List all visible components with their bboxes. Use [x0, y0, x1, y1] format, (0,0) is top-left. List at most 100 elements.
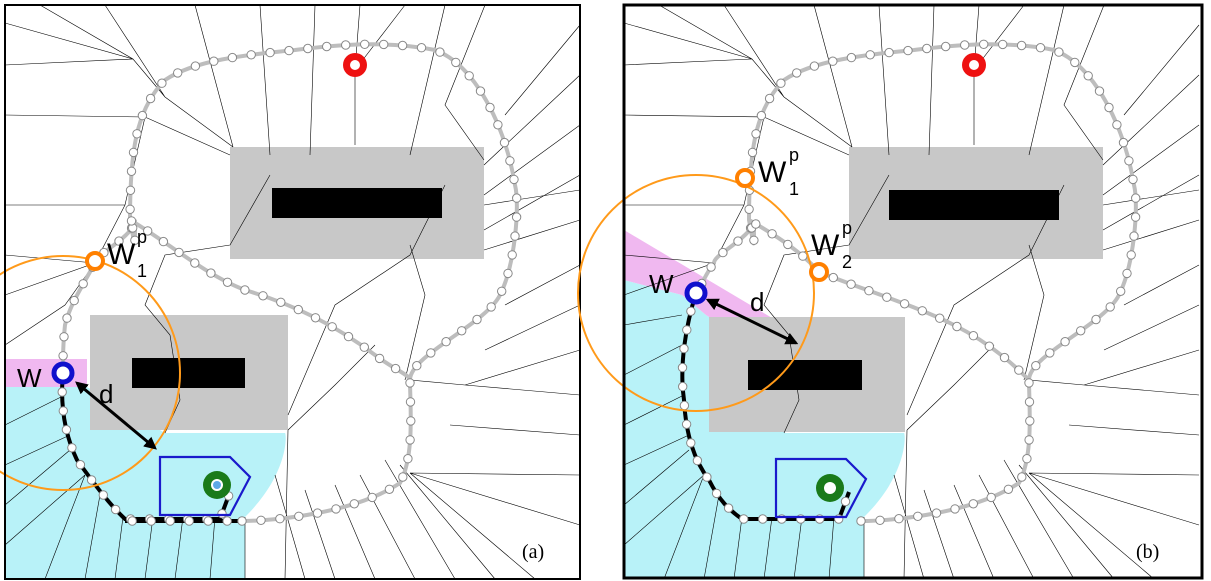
path-waypoint-dot: [751, 219, 761, 229]
path-waypoint-dot: [686, 438, 696, 448]
path-waypoint-dot: [284, 45, 294, 56]
path-waypoint-dot: [475, 86, 486, 96]
path-waypoint-dot: [1070, 57, 1080, 68]
path-waypoint-dot: [374, 353, 385, 364]
path-waypoint-dot: [367, 492, 377, 503]
path-waypoint-dot: [125, 185, 136, 196]
path-waypoint-dot: [265, 47, 275, 58]
path-waypoint-dot: [157, 78, 167, 88]
robot-marker-icon: [816, 474, 844, 502]
path-waypoint-dot: [145, 93, 156, 104]
path-waypoint-dot: [751, 129, 761, 139]
path-waypoint-dot: [69, 295, 79, 306]
path-waypoint-dot: [1105, 302, 1115, 312]
path-waypoint-dot: [359, 342, 369, 352]
path-waypoint-dot: [485, 102, 495, 113]
path-waypoint-dot: [240, 285, 250, 295]
path-waypoint-dot: [903, 45, 913, 56]
path-waypoint-dot: [327, 322, 337, 332]
path-waypoint-dot: [756, 110, 767, 121]
path-waypoint-dot: [222, 277, 233, 287]
path-waypoint-dot: [681, 419, 692, 429]
label-wp1: W: [758, 156, 787, 189]
path-waypoint-dot: [1031, 361, 1041, 371]
path-waypoint-dot: [884, 47, 894, 58]
path-waypoint-dot: [98, 490, 109, 500]
path-waypoint-dot: [67, 443, 77, 453]
path-waypoint-dot: [686, 306, 696, 316]
path-waypoint-dot: [846, 52, 857, 63]
path-waypoint-dot: [464, 71, 474, 81]
path-waypoint-dot: [246, 50, 256, 60]
path-waypoint-dot: [258, 291, 268, 301]
path-waypoint-dot: [1054, 47, 1064, 57]
path-waypoint-dot: [979, 39, 989, 49]
path-waypoint-dot: [798, 251, 808, 261]
path-waypoint-dot: [739, 514, 749, 524]
label-wp1-sub: 1: [137, 261, 147, 281]
path-waypoint-dot: [913, 511, 923, 521]
path-waypoint-dot: [682, 325, 692, 335]
path-waypoint-dot: [1130, 212, 1141, 222]
path-waypoint-dot: [711, 488, 722, 499]
path-waypoint-dot: [58, 406, 68, 416]
voronoi-lines: [623, 4, 1200, 580]
path-waypoint-dot: [984, 341, 994, 351]
path-waypoint-dot: [776, 78, 786, 88]
path-waypoint-dot: [968, 331, 979, 341]
label-d: d: [99, 379, 113, 409]
path-waypoint-dot: [1024, 435, 1034, 445]
path-waypoint-dot: [126, 216, 137, 226]
path-waypoint-dot: [426, 348, 436, 358]
path-waypoint-dot: [256, 515, 266, 525]
path-waypoint-dot: [312, 508, 323, 518]
path-waypoint-dot: [706, 262, 716, 272]
path-waypoint-dot: [1128, 174, 1138, 185]
label-w: W: [17, 363, 42, 393]
path-waypoint-dot: [110, 504, 121, 515]
path-waypoint-dot: [509, 174, 519, 185]
waypoint-w: [51, 361, 75, 385]
path-waypoint-dot: [343, 331, 354, 342]
path-waypoint-dot: [505, 156, 515, 166]
label-wp1-sub: 1: [789, 179, 799, 199]
path-waypoint-dot: [435, 47, 445, 57]
path-waypoint-dot: [126, 166, 137, 177]
goal-marker-icon: [343, 53, 367, 77]
waypoint-candidate-1: [85, 251, 105, 271]
path-waypoint-dot: [405, 397, 416, 407]
path-waypoint-dot: [184, 516, 194, 526]
path-waypoint-dot: [322, 41, 332, 52]
path-waypoint-dot: [190, 258, 200, 268]
path-waypoint-dot: [828, 56, 838, 66]
path-waypoint-dot: [209, 56, 219, 66]
path-waypoint-dot: [412, 361, 422, 371]
waypoint-candidate-1: [735, 168, 755, 188]
path-waypoint-dot: [125, 204, 135, 215]
path-waypoint-dot: [998, 39, 1008, 50]
path-waypoint-dot: [114, 236, 124, 246]
path-waypoint-dot: [398, 472, 408, 482]
path-waypoint-dot: [165, 516, 175, 526]
path-waypoint-dot: [360, 39, 370, 49]
path-waypoints: [57, 39, 522, 526]
path-waypoint-dot: [950, 504, 960, 514]
path-waypoint-dot: [173, 68, 183, 78]
path-waypoint-dot: [451, 57, 461, 68]
label-wp2-sub: 2: [842, 252, 852, 272]
path-waypoint-dot: [677, 362, 688, 373]
path-waypoint-dot: [222, 516, 232, 526]
path-waypoint-dot: [294, 511, 304, 521]
path-waypoint-dot: [1083, 71, 1093, 81]
path-waypoint-dot: [941, 41, 951, 52]
path-waypoint-dot: [758, 514, 768, 524]
path-waypoint-dot: [405, 378, 415, 388]
obstacle-lower: [748, 360, 862, 390]
path-waypoint-dot: [840, 496, 851, 507]
path-waypoint-dot: [1045, 348, 1055, 358]
path-waypoint-dot: [441, 337, 451, 347]
path-waypoint-dot: [1025, 416, 1035, 426]
obstacle-upper: [272, 188, 442, 218]
path-waypoint-dot: [61, 425, 72, 435]
